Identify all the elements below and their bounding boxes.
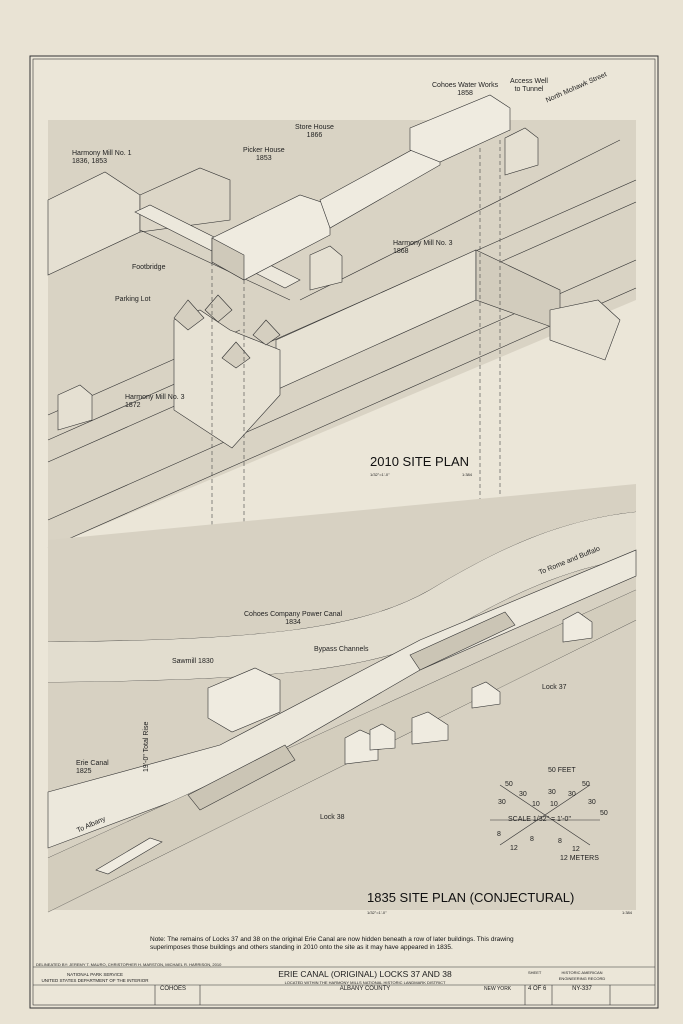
title-block-frame (33, 966, 655, 1005)
scale-tick: 30 (498, 799, 506, 806)
sheet-label: SHEET (528, 970, 542, 975)
scale-tick: 8 (530, 836, 534, 843)
scale-tick: 50 (505, 781, 513, 788)
delineated-by: DELINEATED BY: JEREMY T. MAURO, CHRISTOP… (36, 962, 222, 967)
state: NEW YORK (484, 986, 512, 992)
label-footbridge: Footbridge (132, 264, 166, 271)
scale-tick: 8 (497, 831, 501, 838)
site-note: Note: The remains of Locks 37 and 38 on … (150, 936, 514, 951)
label-total-rise: 19'-0" Total Rise (143, 721, 150, 772)
scale-meters-label: 12 METERS (560, 855, 599, 862)
city-name: COHOES (160, 986, 187, 992)
scale-tick: 12 (510, 845, 518, 852)
record-number: NY-337 (572, 986, 592, 992)
county: ALBANY COUNTY (339, 986, 391, 992)
plan-1835-title: 1835 SITE PLAN (CONJECTURAL) (367, 890, 575, 905)
scale-text: SCALE 1/32" = 1'-0" (508, 816, 571, 823)
label-lock-37: Lock 37 (542, 684, 567, 691)
scale-tick: 10 (532, 801, 540, 808)
main-title: ERIE CANAL (ORIGINAL) LOCKS 37 AND 38 (278, 969, 452, 979)
scale-bar-graphic (490, 784, 600, 846)
scale-tick: 30 (568, 791, 576, 798)
label-sawmill: Sawmill 1830 (172, 658, 214, 665)
label-parking-lot: Parking Lot (115, 296, 151, 303)
label-bypass-channels: Bypass Channels (314, 646, 369, 653)
scale-tick: 12 (572, 846, 580, 853)
scale-tick: 30 (519, 791, 527, 798)
plan-1835-scale: 1/32"=1'-0" (367, 910, 387, 915)
plan-2010-graphics (47, 94, 637, 549)
plan-1835-scale-metric: 1:384 (622, 910, 633, 915)
scale-tick: 10 (550, 801, 558, 808)
scale-feet-label: 50 FEET (548, 767, 576, 774)
plan-2010-title: 2010 SITE PLAN (370, 454, 469, 469)
label-lock-38: Lock 38 (320, 814, 345, 821)
plan-1835-graphics (47, 484, 637, 913)
sheet-number: 4 OF 6 (528, 986, 547, 992)
scale-tick: 50 (600, 810, 608, 817)
scale-tick: 30 (548, 789, 556, 796)
subtitle: LOCATED WITHIN THE HARMONY MILLS NATIONA… (284, 980, 446, 985)
scale-tick: 30 (588, 799, 596, 806)
plan-2010-scale-metric: 1:384 (462, 472, 473, 477)
scale-tick: 8 (558, 838, 562, 845)
scale-tick: 50 (582, 781, 590, 788)
plan-2010-scale: 1/32"=1'-0" (370, 472, 390, 477)
